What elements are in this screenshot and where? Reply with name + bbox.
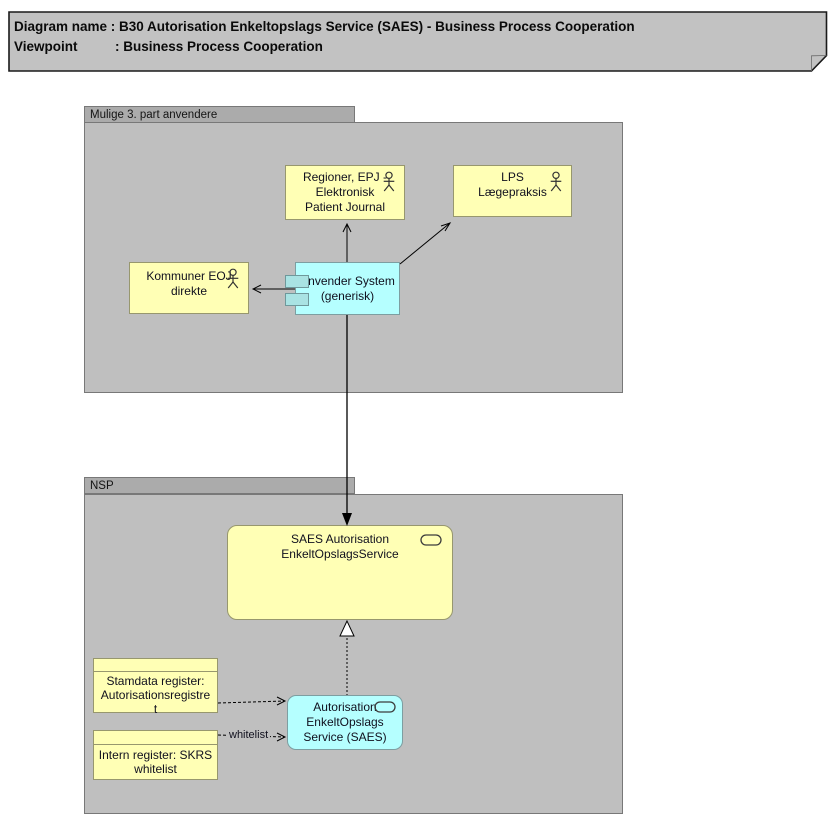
component-icon bbox=[285, 293, 309, 306]
node-label: SAES Autorisation EnkeltOpslagsService bbox=[281, 532, 399, 561]
node-stamdata-register[interactable]: Stamdata register: Autorisationsregistre… bbox=[93, 658, 218, 716]
business-actor-icon bbox=[550, 171, 562, 192]
relation-label-whitelist: whitelist bbox=[227, 729, 271, 742]
component-icon bbox=[285, 275, 309, 288]
node-anvender-system[interactable]: Anvender System (generisk) bbox=[285, 262, 400, 315]
business-object-band bbox=[94, 671, 217, 672]
node-intern-register-skrs[interactable]: Intern register: SKRS whitelist bbox=[93, 730, 218, 780]
node-label: Kommuner EOJ direkte bbox=[146, 269, 232, 298]
group-body-mulige-3-part-anvendere[interactable] bbox=[84, 122, 623, 393]
node-label: Intern register: SKRS whitelist bbox=[98, 748, 213, 776]
group-label: NSP bbox=[90, 480, 114, 492]
node-regioner-epj[interactable]: Regioner, EPJ - Elektronisk Patient Jour… bbox=[285, 165, 405, 220]
title-line-1: Diagram name : B30 Autorisation Enkeltop… bbox=[14, 19, 635, 34]
diagram-title-note: Diagram name : B30 Autorisation Enkeltop… bbox=[0, 0, 837, 90]
node-label: Regioner, EPJ - Elektronisk Patient Jour… bbox=[302, 170, 388, 214]
node-label: Autorisation EnkeltOpslags Service (SAES… bbox=[303, 700, 387, 744]
node-kommuner-eoj[interactable]: Kommuner EOJ direkte bbox=[129, 262, 249, 314]
diagram-title-text: Diagram name : B30 Autorisation Enkeltop… bbox=[14, 17, 635, 57]
node-label: Stamdata register: Autorisationsregistre… bbox=[100, 674, 211, 716]
group-tab-nsp[interactable]: NSP bbox=[84, 477, 355, 494]
group-label: Mulige 3. part anvendere bbox=[90, 109, 218, 121]
service-icon bbox=[420, 534, 442, 546]
service-icon bbox=[374, 701, 396, 713]
node-lps-laegepraksis[interactable]: LPS Lægepraksis bbox=[453, 165, 572, 217]
business-actor-icon bbox=[227, 268, 239, 289]
node-label: LPS Lægepraksis bbox=[478, 170, 547, 199]
node-autorisation-enkeltopslags-service[interactable]: Autorisation EnkeltOpslags Service (SAES… bbox=[287, 695, 403, 750]
title-note-shape bbox=[8, 11, 828, 72]
node-saes-autorisation-service[interactable]: SAES Autorisation EnkeltOpslagsService bbox=[227, 525, 453, 620]
node-label: Anvender System (generisk) bbox=[300, 273, 395, 303]
business-object-band bbox=[94, 744, 217, 745]
title-line-2: Viewpoint : Business Process Cooperation bbox=[14, 39, 323, 54]
business-actor-icon bbox=[383, 171, 395, 192]
group-tab-mulige-3-part-anvendere[interactable]: Mulige 3. part anvendere bbox=[84, 106, 355, 123]
